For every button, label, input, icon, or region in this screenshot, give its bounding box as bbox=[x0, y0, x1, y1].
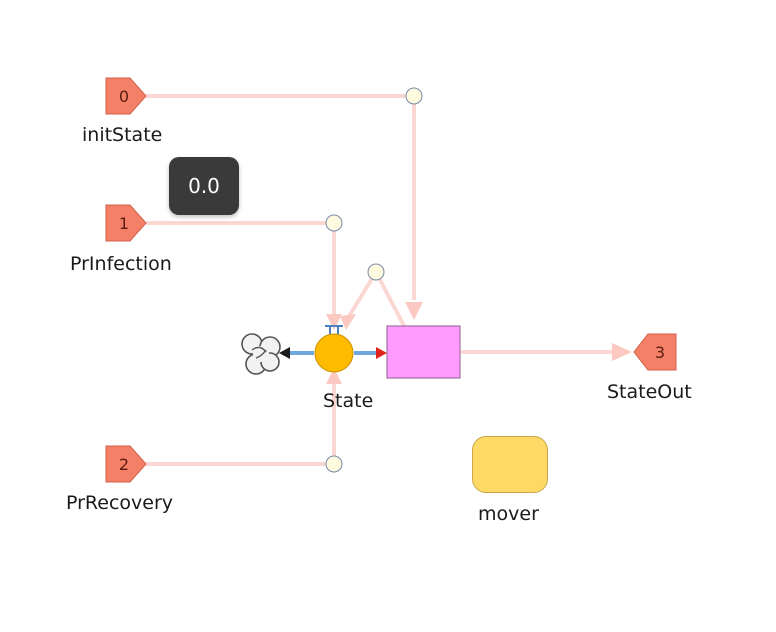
connector-node-icon[interactable] bbox=[367, 263, 385, 281]
cloud-source-icon bbox=[241, 333, 281, 375]
arrow-to-state-top bbox=[326, 314, 342, 330]
link-prinfection[interactable] bbox=[146, 221, 336, 318]
flow-state-to-converter[interactable] bbox=[354, 347, 387, 359]
stock-icon[interactable] bbox=[314, 333, 354, 373]
link-prrecovery[interactable] bbox=[146, 380, 336, 466]
value-tooltip: 0.0 bbox=[169, 157, 239, 215]
arrow-to-stateout bbox=[612, 343, 632, 361]
arrow-to-converter bbox=[405, 302, 423, 320]
stock-label: State bbox=[323, 390, 374, 412]
port-label-initstate: initState bbox=[82, 124, 163, 146]
port-initstate[interactable]: 0 bbox=[105, 77, 147, 115]
port-number: 0 bbox=[119, 87, 129, 106]
flow-outflow[interactable] bbox=[279, 347, 314, 359]
converter-icon[interactable] bbox=[386, 325, 461, 379]
mover-icon[interactable] bbox=[472, 436, 548, 493]
port-prrecovery[interactable]: 2 bbox=[105, 445, 147, 483]
arrow-to-state-bottom bbox=[326, 368, 342, 384]
arrow-loop bbox=[340, 314, 356, 330]
agent-label: mover bbox=[478, 503, 539, 525]
port-label-stateout: StateOut bbox=[607, 381, 692, 403]
port-number: 1 bbox=[119, 214, 129, 233]
connector-node-icon[interactable] bbox=[405, 87, 423, 105]
tooltip-value: 0.0 bbox=[188, 174, 220, 198]
port-number: 2 bbox=[119, 455, 129, 474]
links bbox=[146, 94, 616, 466]
valve-icon bbox=[325, 325, 343, 334]
port-label-prrecovery: PrRecovery bbox=[66, 492, 174, 514]
connector-node-icon[interactable] bbox=[325, 455, 343, 473]
port-stateout[interactable]: 3 bbox=[633, 333, 677, 371]
port-label-prinfection: PrInfection bbox=[70, 253, 172, 275]
port-prinfection[interactable]: 1 bbox=[105, 204, 147, 242]
connector-node-icon[interactable] bbox=[325, 214, 343, 232]
port-number: 3 bbox=[655, 343, 665, 362]
